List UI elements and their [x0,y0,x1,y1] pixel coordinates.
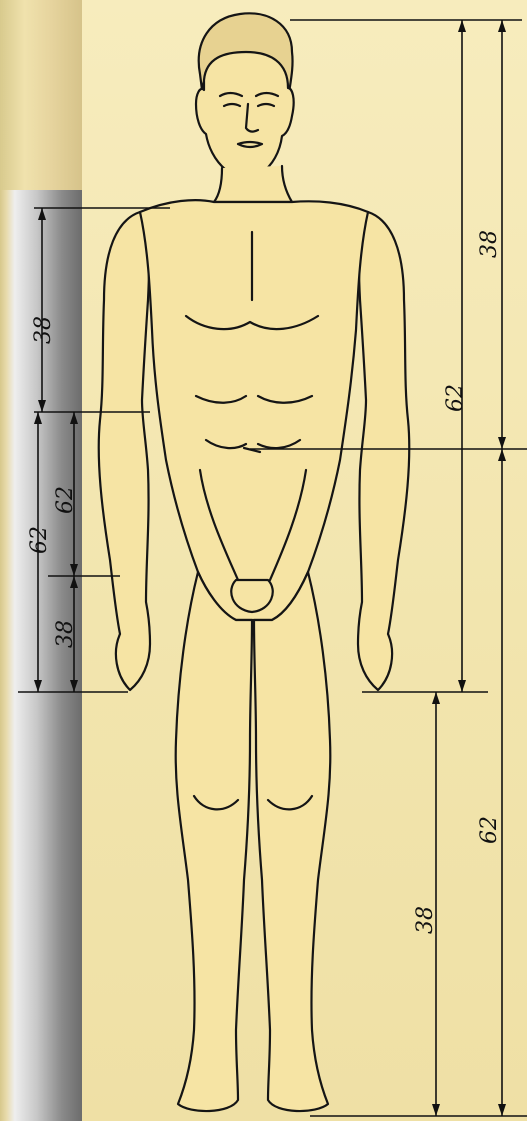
label-legs-lower: 38 [413,906,438,934]
groin [231,580,273,612]
left-arm [99,212,150,690]
neck [214,166,292,202]
label-legs-total: 62 [477,816,502,844]
label-crotch-to-fingertips: 38 [53,620,78,648]
human-figure [99,13,410,1111]
label-torso-total: 62 [27,526,52,554]
right-arm [358,212,409,690]
right-leg [254,572,330,1111]
left-leg [176,572,252,1111]
torso [140,200,368,620]
label-head-to-navel-upper: 38 [477,230,502,258]
label-torso-upper: 38 [31,316,56,344]
label-head-to-navel-total: 62 [443,384,468,412]
label-hip-to-crotch: 62 [53,486,78,514]
face [196,52,294,176]
